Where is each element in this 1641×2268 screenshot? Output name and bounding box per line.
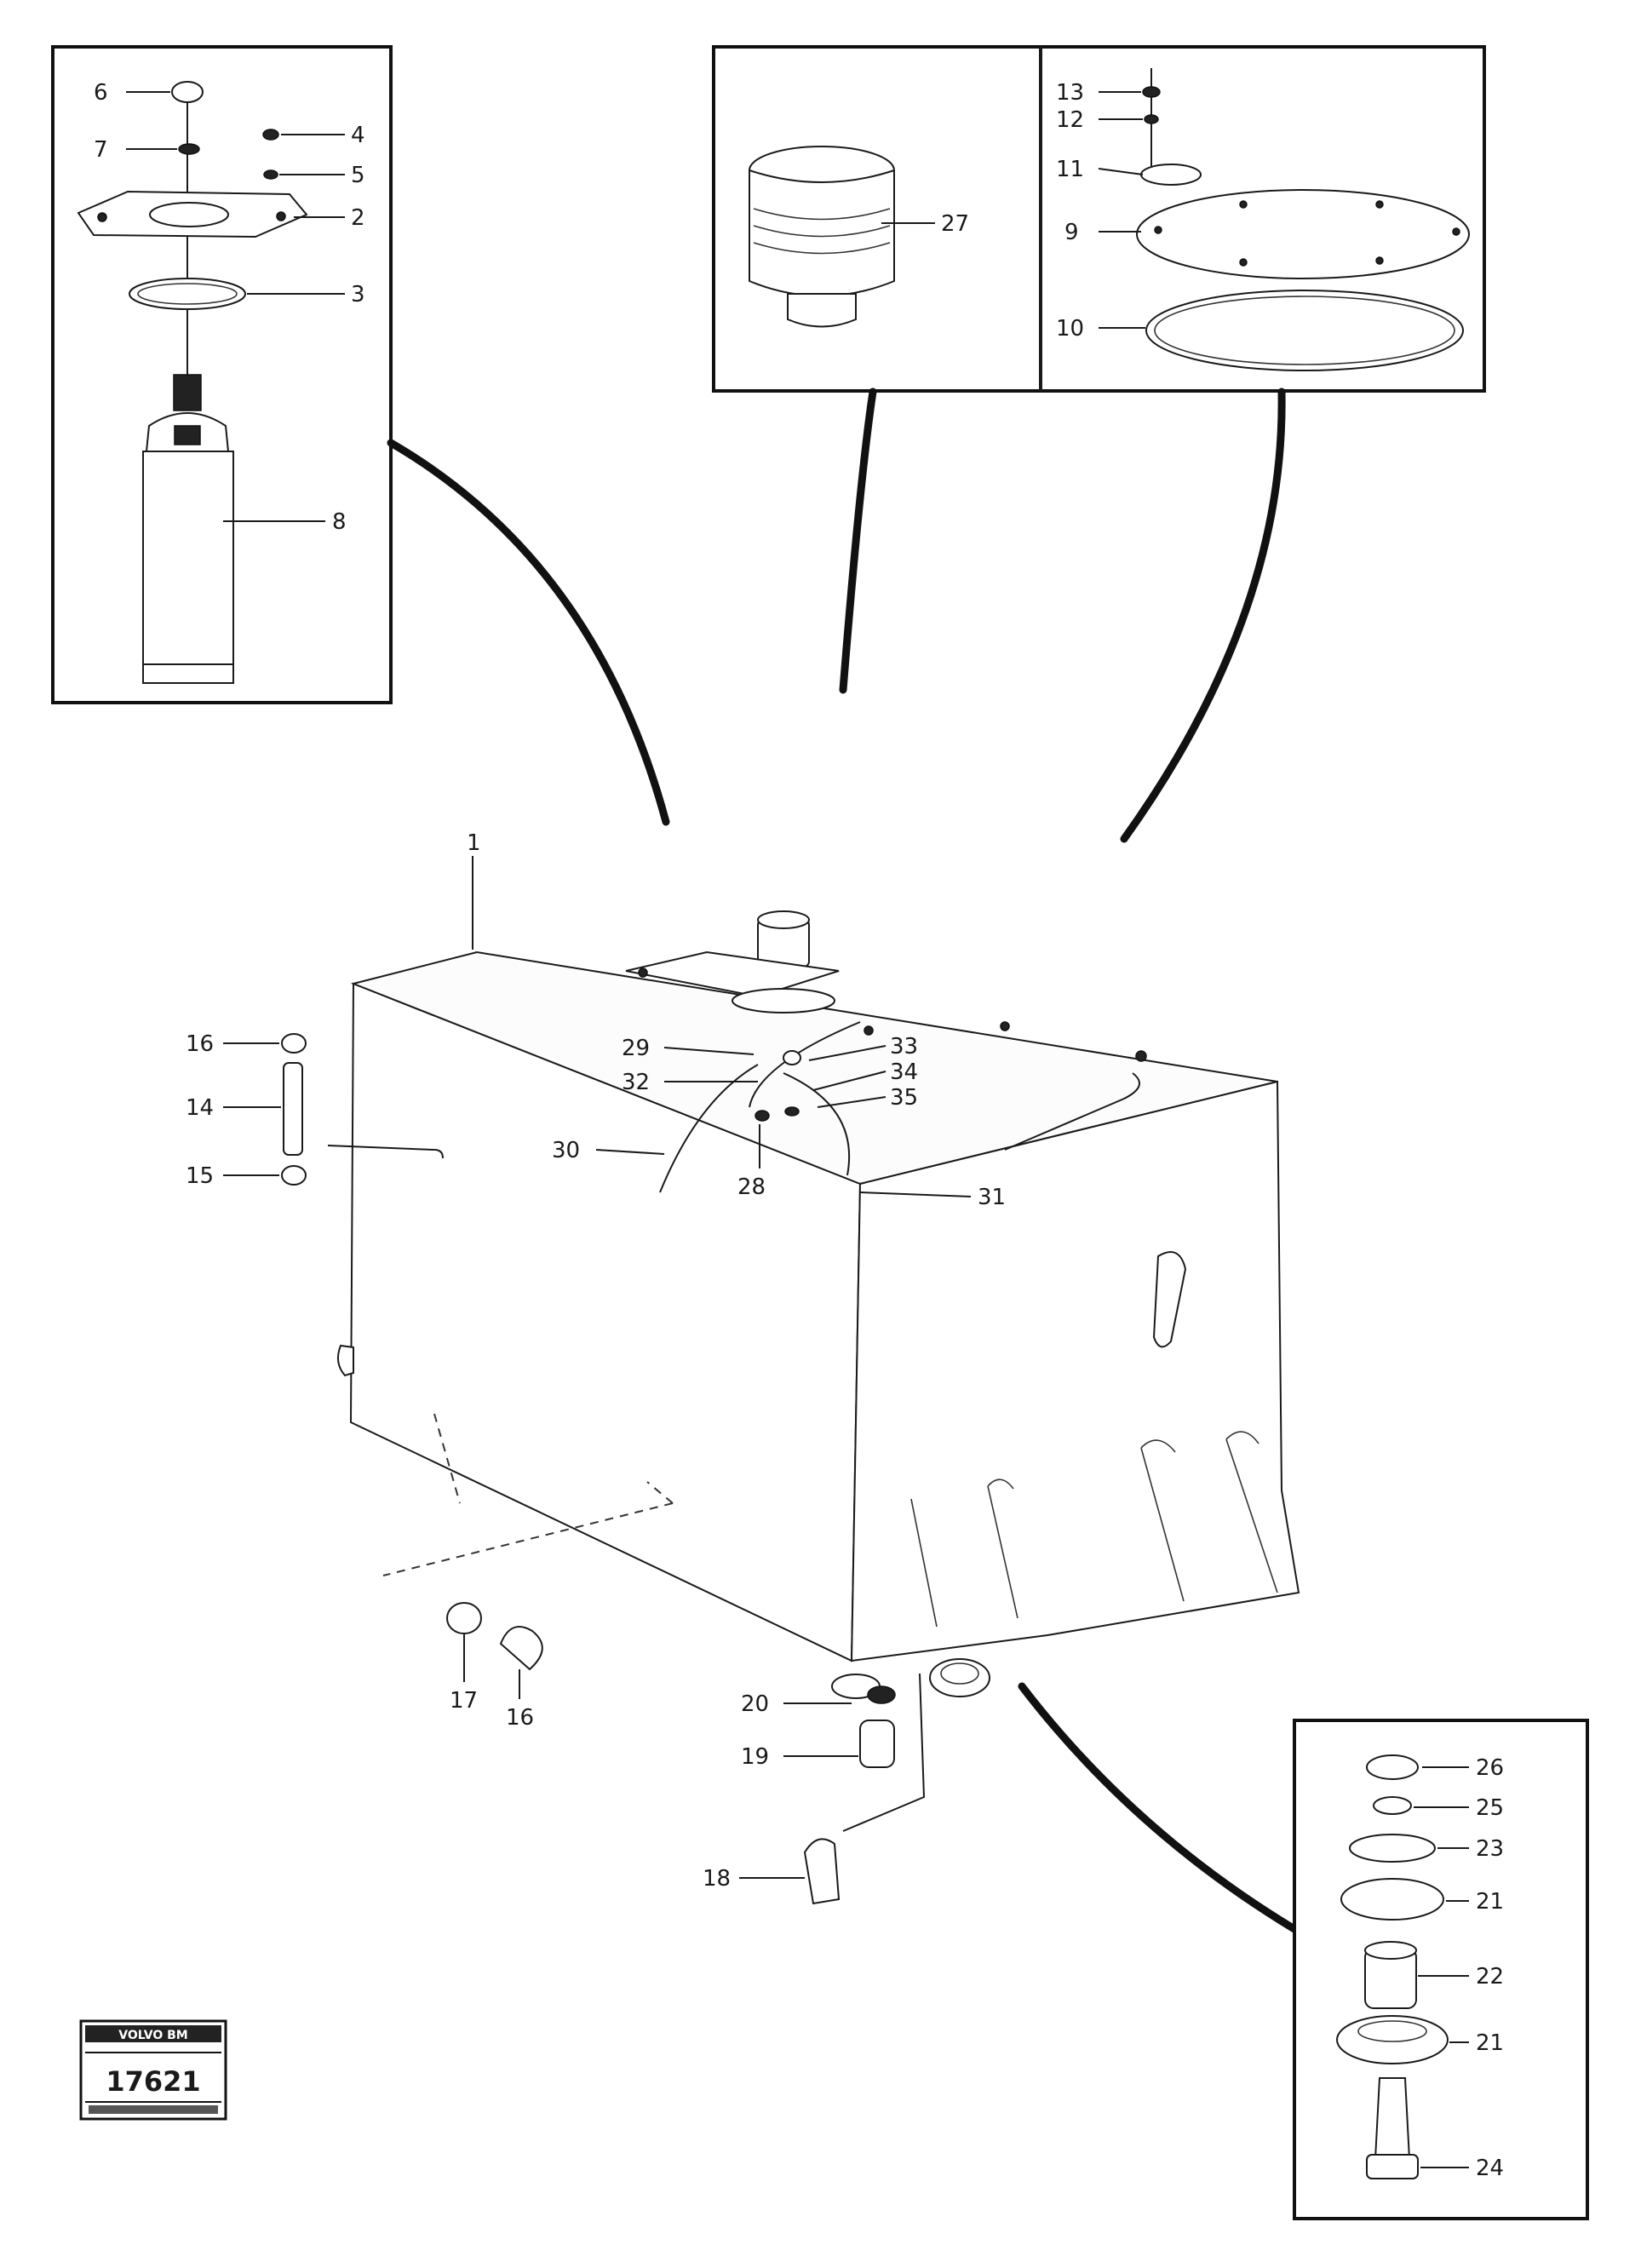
label-part-34: 34: [890, 1059, 918, 1085]
hydraulic-tank: [327, 910, 1300, 1662]
volvo-bm-stamp: VOLVO BM 17621: [79, 2019, 227, 2121]
drain-parts: 17 16 20 19 18: [446, 1602, 990, 1905]
label-part-25: 25: [1476, 1795, 1504, 1821]
label-part-15-upper: 15: [186, 1163, 214, 1189]
label-part-9: 9: [1064, 220, 1079, 245]
tank-labels: 1 29 32 33 34 35 30 28 31: [467, 830, 1006, 1210]
label-part-12: 12: [1056, 107, 1084, 133]
inset-drain-valve: 26 25 23 21 22 21 24: [1293, 1719, 1589, 2220]
label-part-32: 32: [622, 1070, 650, 1095]
stamp-brand: VOLVO BM: [118, 2029, 187, 2042]
label-part-35: 35: [890, 1085, 918, 1111]
label-part-3: 3: [351, 282, 365, 307]
label-part-6: 6: [94, 80, 108, 106]
label-part-24: 24: [1476, 2156, 1504, 2181]
label-part-5: 5: [351, 163, 365, 188]
label-part-10: 10: [1056, 316, 1084, 342]
level-gauge: 16 14 15: [186, 1031, 307, 1189]
label-part-7: 7: [94, 137, 108, 163]
label-part-28-upper: 28: [737, 1174, 766, 1200]
label-part-30: 30: [552, 1138, 580, 1163]
label-part-16-lower: 16: [506, 1705, 534, 1731]
stamp-number: 17621: [106, 2065, 200, 2098]
inset-breather-cover: 27 13 12 11 9 10: [712, 45, 1486, 393]
label-part-14: 14: [186, 1095, 214, 1121]
label-part-33: 33: [890, 1034, 918, 1059]
label-part-17: 17: [450, 1688, 478, 1714]
label-part-19: 19: [741, 1744, 769, 1770]
label-part-13: 13: [1056, 80, 1084, 106]
label-part-16: 16: [186, 1031, 214, 1057]
label-part-31: 31: [978, 1185, 1006, 1210]
label-part-11: 11: [1056, 157, 1084, 182]
label-part-26: 26: [1476, 1755, 1504, 1781]
label-part-27: 27: [941, 211, 969, 237]
label-part-22: 22: [1476, 1964, 1504, 1990]
inset-connector-lines: [387, 388, 1299, 1933]
label-part-29-upper: 29: [622, 1036, 650, 1061]
label-part-8: 8: [332, 509, 347, 535]
label-part-2: 2: [351, 205, 365, 231]
inset-filter-assembly: 6 7 4 5 2 3 8: [51, 45, 393, 704]
label-part-21-lower: 21: [1476, 2030, 1504, 2056]
label-part-23: 23: [1476, 1836, 1504, 1862]
label-part-1: 1: [467, 830, 481, 856]
label-part-18: 18: [703, 1866, 731, 1892]
label-part-20: 20: [741, 1691, 769, 1717]
label-part-21-upper: 21: [1476, 1889, 1504, 1915]
label-part-4: 4: [351, 123, 365, 148]
